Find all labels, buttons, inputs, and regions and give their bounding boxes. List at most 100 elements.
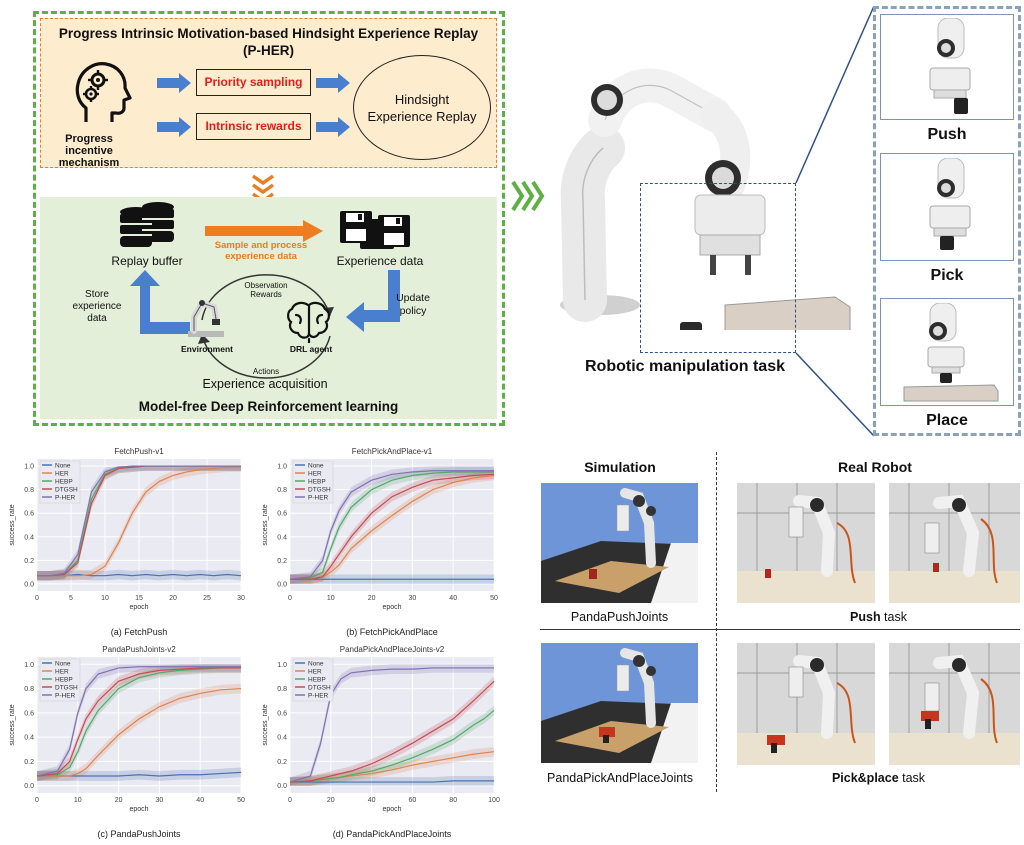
x-tick-label: 60: [409, 797, 417, 804]
y-tick-label: 0.4: [277, 735, 287, 742]
legend-label: P-HER: [55, 693, 76, 700]
x-tick-label: 80: [449, 797, 457, 804]
series-line: [289, 471, 494, 580]
y-tick-label: 1.0: [24, 464, 34, 471]
chart-title: PandaPickAndPlaceJoints-v2: [340, 645, 445, 654]
legend-label: DTGSH: [308, 685, 331, 692]
y-axis-label: success_rate: [9, 504, 16, 545]
real-robot-heading: Real Robot: [838, 459, 912, 475]
legend-label: DTGSH: [308, 487, 331, 494]
pick-subtask-label: Pick: [930, 267, 964, 284]
x-tick-label: 40: [196, 797, 204, 804]
confidence-band: [37, 767, 241, 781]
confidence-band: [290, 469, 494, 584]
sample-arrow-icon: [205, 220, 323, 242]
x-tick-label: 0: [288, 797, 292, 804]
store-arrow-icon: [130, 270, 190, 334]
chart-caption: (b) FetchPickAndPlace: [346, 627, 438, 637]
legend-label: HER: [308, 471, 322, 478]
arrow-to-her-a-icon: [316, 73, 350, 93]
store-label: Store experience data: [72, 289, 122, 324]
legend-label: P-HER: [308, 495, 329, 502]
real-pick-image-1: [737, 643, 875, 765]
x-axis-label: epoch: [382, 604, 401, 611]
robot-arm-icon: [188, 299, 224, 337]
horizontal-divider: [540, 629, 1020, 630]
series-line: [289, 470, 494, 580]
priority-sampling-box: Priority sampling: [196, 69, 311, 96]
legend-label: HEBP: [308, 479, 326, 486]
head-gears-icon: [75, 62, 132, 122]
interaction-loop: [198, 274, 334, 379]
confidence-band: [37, 664, 241, 781]
x-tick-label: 40: [368, 797, 376, 804]
y-tick-label: 1.0: [277, 464, 287, 471]
y-tick-label: 0.0: [277, 783, 287, 790]
brain-icon: [287, 301, 330, 343]
y-tick-label: 0.0: [24, 581, 34, 588]
mfdrl-label: Model-free Deep Reinforcement learning: [138, 399, 399, 414]
push-task-bold: Push: [850, 610, 881, 624]
experience-data-label: Experience data: [336, 254, 424, 268]
pick-task-rest: task: [898, 771, 926, 785]
observation-label: Observation: [244, 281, 288, 290]
legend-label: HER: [55, 471, 69, 478]
chart-caption: (a) FetchPush: [111, 627, 168, 637]
x-tick-label: 0: [288, 595, 292, 602]
chart-title: FetchPickAndPlace-v1: [352, 447, 433, 456]
legend-label: DTGSH: [55, 487, 78, 494]
push-task-caption: Push task: [737, 610, 1020, 624]
update-label: Update policy: [396, 292, 430, 317]
legend-box: [292, 460, 334, 504]
subtask-frame: [873, 6, 1021, 436]
legend-label: None: [55, 463, 71, 470]
robot-task-label: Robotic manipulation task: [584, 358, 785, 375]
pick-task-bold: Pick&place: [831, 771, 899, 785]
series-line: [37, 466, 241, 577]
series-line: [289, 709, 495, 783]
y-tick-label: 0.8: [277, 487, 287, 494]
simulation-heading: Simulation: [584, 459, 656, 475]
x-tick-label: 20: [169, 595, 177, 602]
y-tick-label: 1.0: [24, 662, 34, 669]
x-tick-label: 50: [237, 797, 245, 804]
legend-label: HEBP: [55, 677, 73, 684]
x-tick-label: 25: [203, 595, 211, 602]
push-gripper-image: [929, 18, 971, 114]
chart-title: PandaPushJoints-v2: [102, 645, 176, 654]
y-tick-label: 0.2: [24, 759, 34, 766]
legend-label: HEBP: [308, 677, 326, 684]
x-tick-label: 30: [156, 797, 164, 804]
agent-label: DRL agent: [289, 344, 333, 354]
x-tick-label: 100: [488, 797, 500, 804]
x-axis-label: epoch: [129, 604, 148, 611]
sim-pick-caption: PandaPickAndPlaceJoints: [547, 771, 693, 785]
y-tick-label: 0.8: [277, 686, 287, 693]
y-tick-label: 0.8: [24, 686, 34, 693]
pick-gripper-image: [929, 158, 971, 250]
legend-label: None: [308, 463, 324, 470]
arrow-to-priority-icon: [157, 73, 191, 93]
push-subtask-label: Push: [927, 126, 967, 143]
mechanism-label: Progress incentive mechanism: [58, 133, 120, 169]
focus-dashed-box: [640, 183, 796, 353]
pick-task-caption: Pick&place task: [737, 771, 1020, 785]
chart-caption: (d) PandaPickAndPlaceJoints: [333, 829, 452, 839]
x-tick-label: 20: [327, 797, 335, 804]
x-tick-label: 30: [237, 595, 245, 602]
y-tick-label: 0.4: [277, 534, 287, 541]
acquisition-label: Experience acquisition: [202, 377, 328, 391]
legend-label: None: [308, 661, 324, 668]
legend-box: [39, 658, 81, 702]
sim-pick-image: [541, 643, 698, 763]
rewards-label: Rewards: [250, 290, 282, 299]
legend-label: HEBP: [55, 479, 73, 486]
x-tick-label: 40: [449, 595, 457, 602]
y-tick-label: 0.0: [277, 581, 287, 588]
her-label: Hindsight Experience Replay: [367, 91, 477, 124]
legend-label: P-HER: [308, 693, 329, 700]
x-axis-label: epoch: [129, 806, 148, 813]
place-subtask-label: Place: [926, 412, 968, 429]
